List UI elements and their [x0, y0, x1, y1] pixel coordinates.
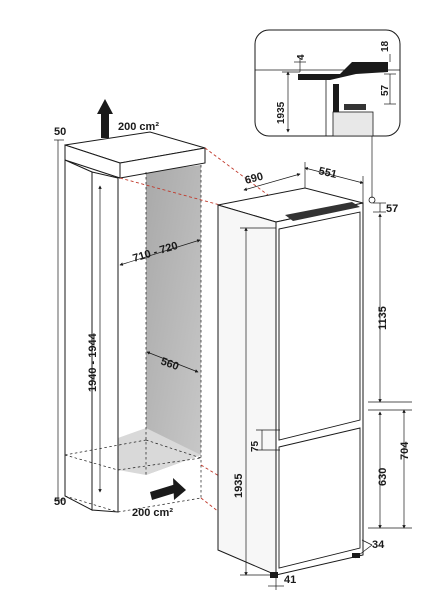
appliance-drawing: [217, 187, 364, 578]
upper-door: [278, 211, 361, 441]
inset-height-label: 1935: [276, 101, 287, 124]
vent-top-label: 200 cm²: [118, 121, 159, 133]
cabinet-back-wall: [146, 165, 201, 475]
lower-section-label: 704: [399, 441, 411, 460]
appliance-height-label: 1935: [233, 474, 245, 498]
door-gap-label: 75: [250, 440, 261, 452]
inset-top-gap-label: 4: [296, 54, 307, 60]
cabinet-drawing: [54, 131, 206, 513]
cabinet-top-gap-label: 50: [54, 126, 66, 138]
appliance-depth-label: 690: [244, 171, 265, 187]
inset-right-top-label: 18: [380, 40, 391, 52]
appliance-top-offset-label: 57: [386, 203, 398, 215]
cabinet-bottom-gap-label: 50: [54, 496, 66, 508]
lower-door: [278, 427, 361, 569]
appliance-dimensions: [240, 136, 412, 590]
cabinet-height-label: 1940 - 1944: [87, 332, 99, 392]
vent-top-arrow: [97, 99, 113, 138]
bottom-front-label: 41: [284, 574, 296, 586]
vent-bottom-label: 200 cm²: [132, 507, 173, 519]
bottom-side-label: 34: [372, 539, 385, 551]
inset-right-mid-label: 57: [380, 84, 391, 96]
cabinet-depth-label: 560: [159, 356, 180, 374]
vent-bottom-arrow: [150, 478, 186, 500]
detail-inset: [254, 29, 401, 137]
lower-door-label: 630: [377, 468, 389, 486]
appliance-width-label: 551: [317, 165, 338, 181]
upper-door-label: 1135: [377, 306, 389, 330]
cabinet-floor: [118, 428, 201, 475]
